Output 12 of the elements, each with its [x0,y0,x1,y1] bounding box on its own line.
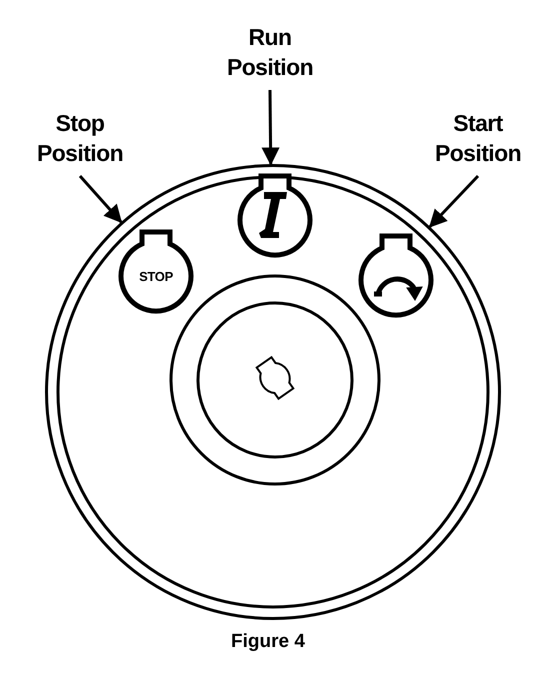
figure-caption: Figure 4 [231,630,305,654]
arrow [428,174,480,228]
run-position-icon [237,172,313,258]
arrow [78,175,122,224]
start-position-icon [358,232,434,318]
stop-position-symbol [118,228,194,314]
stop-text: STOP [139,270,173,283]
position-label: Stop Position [36,109,124,168]
position-label: Run Position [226,23,314,82]
key-switch-dial [45,164,501,620]
arrow [262,90,280,166]
position-label: Start Position [434,109,522,168]
